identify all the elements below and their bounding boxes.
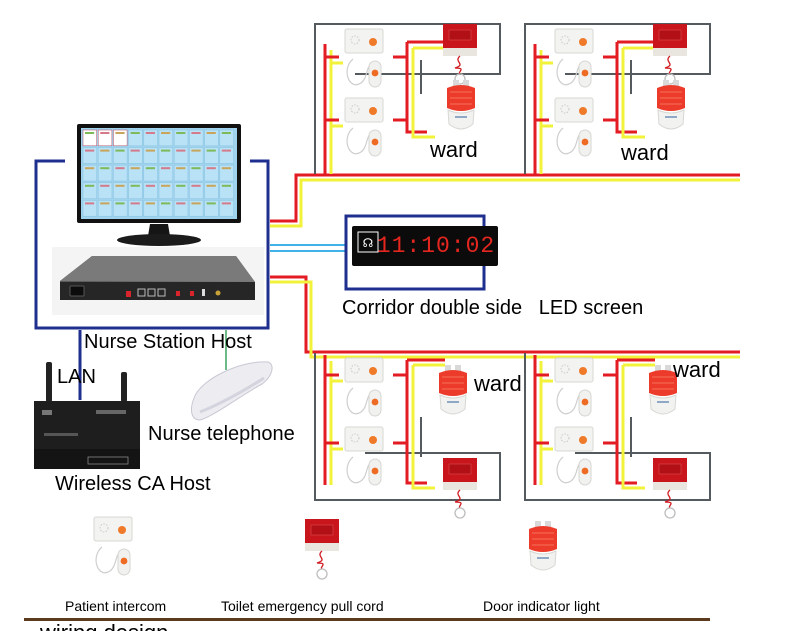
monitor-tile (158, 200, 173, 217)
monitor-tile (128, 129, 143, 147)
monitor-tile (189, 164, 204, 182)
monitor-tile (113, 147, 128, 164)
patient-intercom-icon (344, 426, 384, 486)
monitor-tile (113, 182, 128, 199)
monitor-tile (97, 147, 113, 164)
led-time-display: 11:10:02 (377, 233, 495, 259)
monitor-tile (219, 182, 234, 199)
monitor-tile (97, 182, 113, 199)
pull-cord-icon (652, 457, 688, 519)
monitor-tile (143, 129, 158, 147)
pull-cord-icon (304, 518, 340, 580)
ward-room (314, 23, 501, 174)
legend-label-door-light: Door indicator light (483, 598, 600, 614)
monitor-tile (143, 164, 158, 182)
monitor-tile (173, 200, 189, 217)
legend-label-pull-cord: Toilet emergency pull cord (221, 598, 384, 614)
bottom-divider (24, 618, 710, 621)
monitor-tile (189, 129, 204, 147)
monitor-tile (82, 129, 97, 147)
monitor-tile (204, 129, 219, 147)
ward-label: ward (621, 140, 669, 165)
patient-intercom-icon (554, 97, 594, 157)
monitor-tile (219, 200, 234, 217)
monitor-tile (204, 164, 219, 182)
host-device-icon (52, 247, 264, 315)
telephone-icon (191, 361, 273, 421)
monitor-tile (189, 200, 204, 217)
wireless-host-icon (34, 362, 140, 469)
door-light-icon (446, 79, 476, 130)
lan-label: LAN (57, 366, 96, 388)
monitor-tile (82, 164, 97, 182)
legend-label-intercom: Patient intercom (65, 598, 167, 614)
monitor-tile (189, 182, 204, 199)
nurse-telephone-label: Nurse telephone (148, 423, 295, 445)
monitor-tile (113, 200, 128, 217)
monitor-tile (173, 129, 189, 147)
monitor-tile (219, 129, 234, 147)
monitor-tile (97, 200, 113, 217)
ward-label: ward (474, 371, 522, 396)
monitor-tile (143, 147, 158, 164)
door-light-icon (656, 79, 686, 130)
nurse-station-frame (34, 159, 270, 330)
wards (314, 23, 711, 519)
monitor-tile (204, 200, 219, 217)
monitor-tile (204, 182, 219, 199)
monitor-tile (128, 147, 143, 164)
wireless-host-label: Wireless CA Host (55, 473, 211, 495)
monitor-tile (173, 147, 189, 164)
pull-cord-icon (442, 457, 478, 519)
monitor-tile (219, 164, 234, 182)
ward-room (524, 353, 711, 519)
monitor-tile (158, 147, 173, 164)
patient-intercom-icon (554, 357, 594, 417)
patient-intercom-icon (554, 426, 594, 486)
monitor-tile (97, 164, 113, 182)
monitor-tile (158, 129, 173, 147)
led-screen-label: Corridor double side LED screen (342, 297, 644, 319)
patient-intercom-icon (554, 28, 594, 88)
footer-cut-text: wiring design (40, 622, 168, 631)
patient-intercom-icon (344, 28, 384, 88)
monitor-tile (97, 129, 113, 147)
monitor-tile (82, 147, 97, 164)
monitor-tile (82, 182, 97, 199)
monitor-tile (128, 182, 143, 199)
monitor-tile (113, 164, 128, 182)
monitor-tile (143, 200, 158, 217)
monitor-tile (82, 200, 97, 217)
patient-intercom-icon (344, 97, 384, 157)
svg-text:☊: ☊ (363, 236, 374, 250)
monitor-tile (189, 147, 204, 164)
monitor-tile (143, 182, 158, 199)
monitor-tile (219, 147, 234, 164)
ward-room (314, 353, 501, 519)
monitor-tile (204, 147, 219, 164)
patient-intercom-icon (344, 357, 384, 417)
door-light-icon (438, 364, 468, 415)
monitor-tile (128, 200, 143, 217)
led-screen: ☊ 11:10:02 (344, 214, 519, 291)
ward-label: ward (430, 137, 478, 162)
monitor-tile (173, 182, 189, 199)
monitor-tile (113, 129, 128, 147)
monitor-tile (173, 164, 189, 182)
monitor-tile (158, 182, 173, 199)
patient-intercom-icon (93, 516, 133, 576)
door-light-icon (528, 520, 558, 571)
ward-label: ward (673, 357, 721, 382)
monitor-tile (128, 164, 143, 182)
monitor-tile (158, 164, 173, 182)
ward-room (524, 23, 711, 174)
nurse-station-host-label: Nurse Station Host (84, 331, 252, 353)
monitor-icon (77, 124, 241, 246)
